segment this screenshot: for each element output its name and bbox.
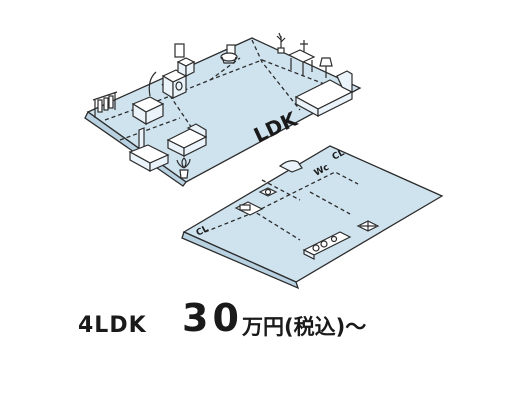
floor-plan-illustration: LDK CL CL Wc: [84, 32, 444, 290]
price-unit: 万円(税込)～: [242, 315, 367, 339]
lower-floor: [181, 145, 444, 290]
washing-machine-icon: [161, 69, 188, 100]
kitchen-counter-icon: [302, 231, 352, 260]
plant-icon: [276, 32, 286, 54]
vanity-mirror-icon: [174, 43, 196, 77]
desk-icon: [287, 40, 316, 76]
plan-type: 4LDK: [78, 313, 147, 338]
bathtub-icon: [131, 71, 165, 126]
sofa-icon: [166, 123, 208, 157]
bed-icon: [294, 70, 354, 118]
plan-caption: 4LDK 30 万円(税込)～: [70, 296, 490, 346]
lower-fixtures: [234, 187, 380, 232]
potted-plant-icon: [176, 157, 191, 179]
clothes-rack-icon: [92, 91, 118, 118]
lamp-icon: [319, 57, 333, 78]
tv-stand-icon: [128, 127, 170, 173]
price-number: 30: [182, 296, 243, 340]
toilet-icon: [220, 44, 238, 64]
